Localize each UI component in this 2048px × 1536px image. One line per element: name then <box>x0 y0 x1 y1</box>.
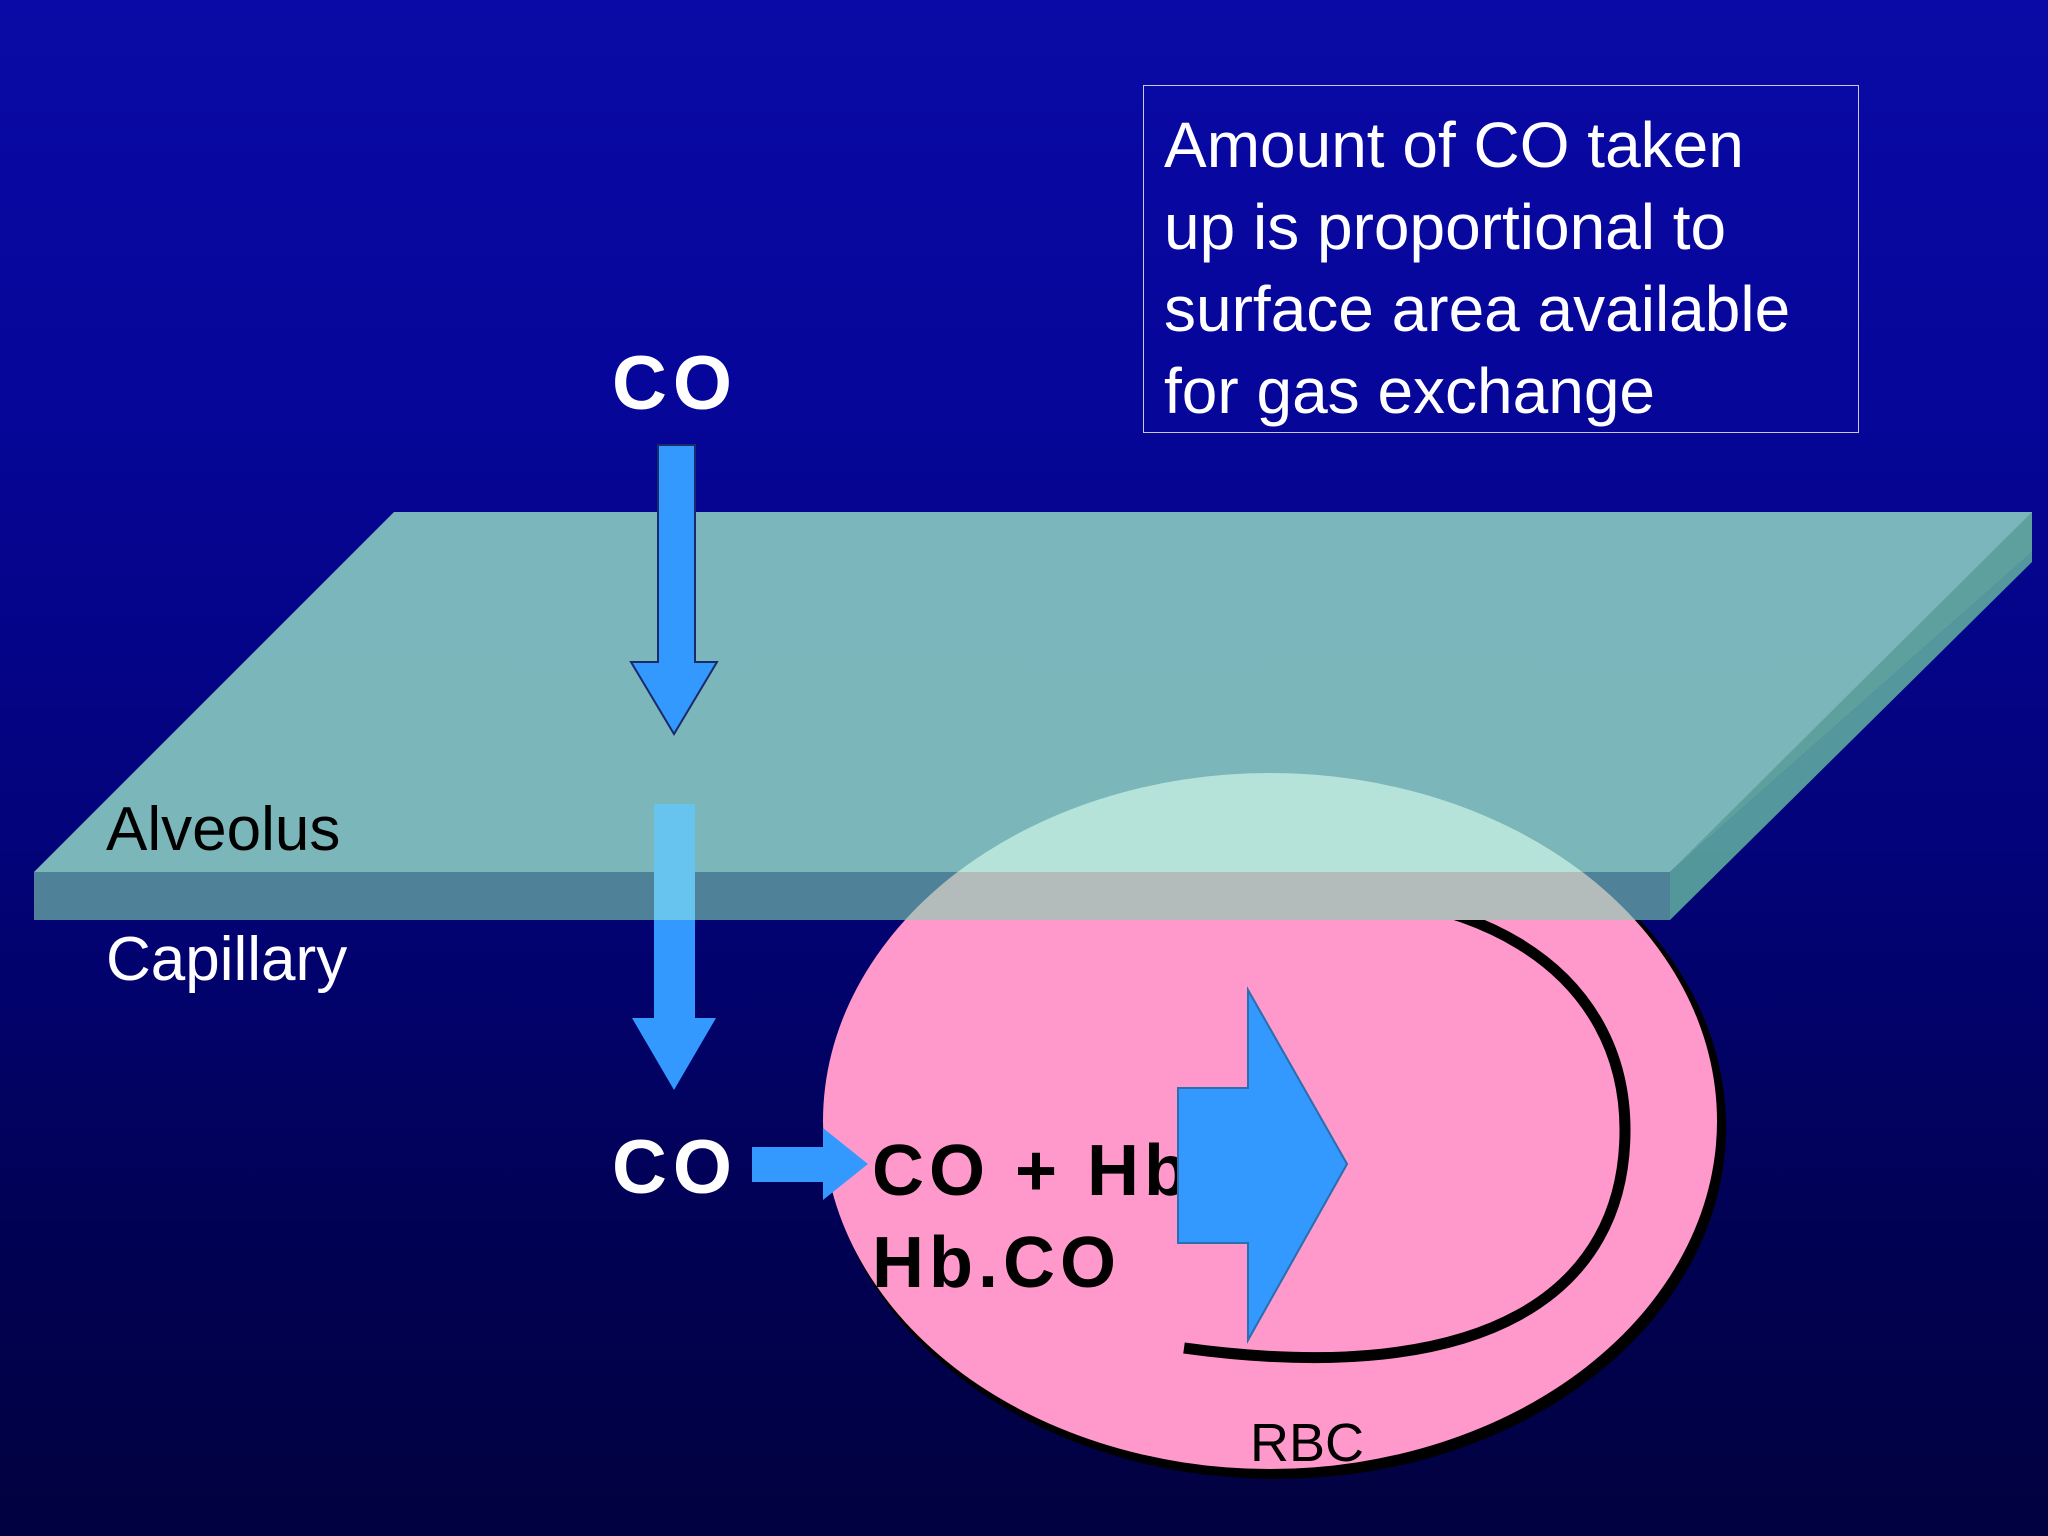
reaction-line-1: CO + Hb <box>872 1131 1194 1211</box>
capillary-label: Capillary <box>106 925 348 994</box>
note-line: surface area available <box>1164 273 1791 345</box>
co-diffusion-arrow-upper <box>629 444 719 736</box>
rbc-label: RBC <box>1250 1413 1365 1473</box>
co-label-top: CO <box>612 341 738 426</box>
alveolus-label: Alveolus <box>106 795 341 864</box>
reaction-equation: CO + Hb Hb.CO <box>872 1125 1193 1309</box>
reaction-line-2: Hb.CO <box>872 1223 1121 1303</box>
co-entry-arrow <box>752 1128 868 1200</box>
note-line: for gas exchange <box>1164 355 1655 427</box>
co-label-bottom: CO <box>612 1125 738 1210</box>
info-note-box: Amount of CO taken up is proportional to… <box>1143 85 1859 433</box>
note-line: Amount of CO taken <box>1164 109 1744 181</box>
note-line: up is proportional to <box>1164 191 1727 263</box>
